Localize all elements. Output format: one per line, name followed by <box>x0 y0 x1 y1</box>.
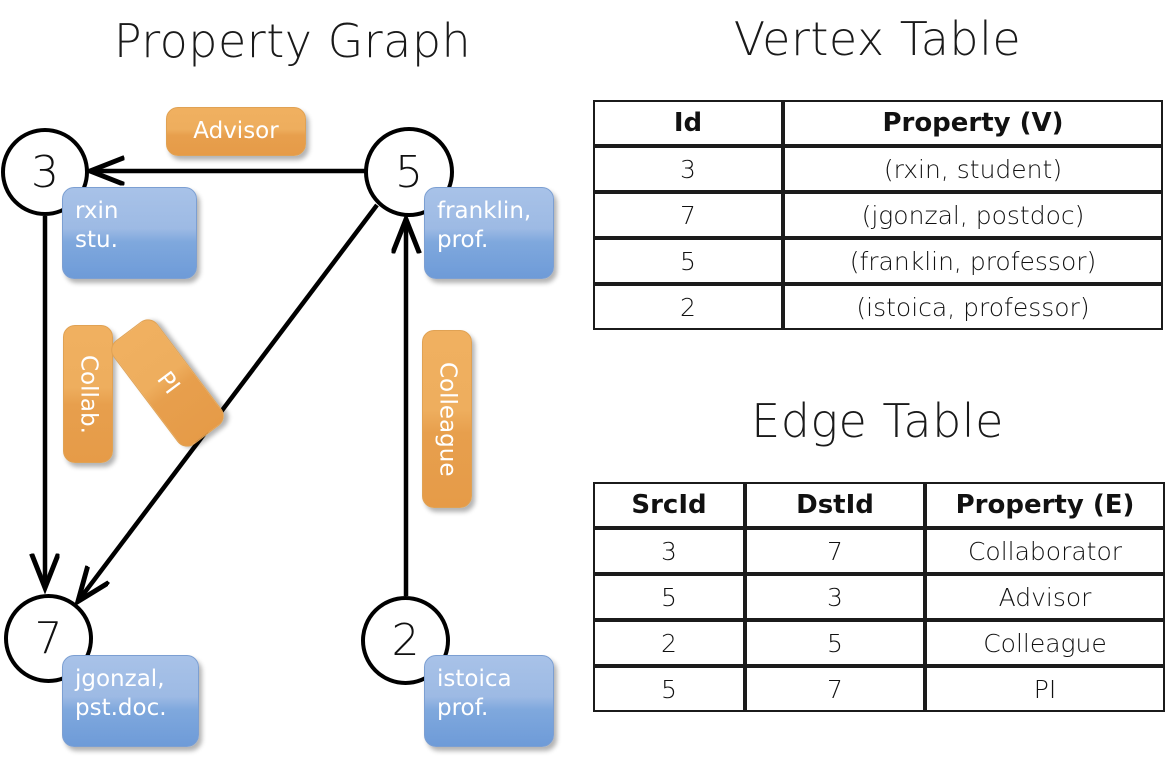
vertex-property-box-jgonzal: jgonzal, pst.doc. <box>62 655 199 747</box>
edge-label-box-collab: Collab. <box>63 325 113 463</box>
edge-5-to-7 <box>79 203 379 600</box>
edge-dst-cell: 7 <box>745 666 925 712</box>
vertex-property-cell: (jgonzal, postdoc) <box>783 192 1163 238</box>
vertex-table-header-property: Property (V) <box>783 100 1163 146</box>
table-row: 2 5 Colleague <box>593 620 1165 666</box>
table-row: 5 3 Advisor <box>593 574 1165 620</box>
vertex-table-header-id: Id <box>593 100 783 146</box>
vertex-property-box-franklin: franklin, prof. <box>424 187 554 279</box>
vertex-property-line1: rxin <box>75 198 119 224</box>
edge-src-cell: 5 <box>593 666 745 712</box>
edge-src-cell: 2 <box>593 620 745 666</box>
vertex-property-box-istoica: istoica prof. <box>424 655 554 747</box>
vertex-property-line2: pst.doc. <box>75 694 167 721</box>
vertex-property-line1: istoica <box>437 666 512 692</box>
table-row: 2 (istoica, professor) <box>593 284 1163 330</box>
edge-label-colleague: Colleague <box>434 361 461 477</box>
edge-property-cell: Advisor <box>925 574 1165 620</box>
edge-property-cell: Collaborator <box>925 528 1165 574</box>
vertex-id-cell: 3 <box>593 146 783 192</box>
edge-table-header-row: SrcId DstId Property (E) <box>593 482 1165 528</box>
edge-property-cell: Colleague <box>925 620 1165 666</box>
vertex-property-line1: jgonzal, <box>75 666 165 692</box>
edge-dst-cell: 5 <box>745 620 925 666</box>
vertex-id-cell: 5 <box>593 238 783 284</box>
edge-label-collab: Collab. <box>75 354 102 434</box>
vertex-id-cell: 2 <box>593 284 783 330</box>
vertex-table: Id Property (V) 3 (rxin, student) 7 (jgo… <box>593 100 1163 330</box>
edge-table-header-dstid: DstId <box>745 482 925 528</box>
edge-label-box-advisor: Advisor <box>166 107 306 156</box>
edge-label-pi: PI <box>151 366 185 399</box>
edge-table-header-srcid: SrcId <box>593 482 745 528</box>
edge-table-panel: Edge Table SrcId DstId Property (E) 3 7 … <box>585 385 1170 760</box>
node-circle-2[interactable]: 2 <box>361 596 450 685</box>
vertex-property-line2: stu. <box>75 226 118 253</box>
graph-edges-svg <box>0 0 585 760</box>
vertex-property-line2: prof. <box>437 694 489 721</box>
node-label-7: 7 <box>34 613 63 664</box>
edge-table-header-property: Property (E) <box>925 482 1165 528</box>
vertex-property-box-rxin: rxin stu. <box>62 187 197 279</box>
node-label-5: 5 <box>395 146 423 198</box>
vertex-id-cell: 7 <box>593 192 783 238</box>
edge-src-cell: 3 <box>593 528 745 574</box>
table-row: 7 (jgonzal, postdoc) <box>593 192 1163 238</box>
vertex-property-line1: franklin, <box>437 198 532 224</box>
node-label-3: 3 <box>31 146 59 198</box>
property-graph-title: Property Graph <box>113 14 472 68</box>
edge-property-cell: PI <box>925 666 1165 712</box>
table-row: 5 7 PI <box>593 666 1165 712</box>
edge-dst-cell: 7 <box>745 528 925 574</box>
vertex-property-cell: (rxin, student) <box>783 146 1163 192</box>
vertex-table-panel: Vertex Table Id Property (V) 3 (rxin, st… <box>585 0 1170 385</box>
vertex-table-header-row: Id Property (V) <box>593 100 1163 146</box>
vertex-property-line2: prof. <box>437 226 489 253</box>
vertex-property-cell: (istoica, professor) <box>783 284 1163 330</box>
edge-label-advisor: Advisor <box>193 118 279 145</box>
edge-label-box-colleague: Colleague <box>422 330 472 508</box>
property-graph-panel: Property Graph 3 5 7 2 rxin stu. frankli… <box>0 0 585 760</box>
table-row: 3 7 Collaborator <box>593 528 1165 574</box>
edge-table-title: Edge Table <box>751 394 1004 448</box>
table-row: 5 (franklin, professor) <box>593 238 1163 284</box>
table-row: 3 (rxin, student) <box>593 146 1163 192</box>
edge-src-cell: 5 <box>593 574 745 620</box>
edge-dst-cell: 3 <box>745 574 925 620</box>
edge-table: SrcId DstId Property (E) 3 7 Collaborato… <box>593 482 1165 712</box>
vertex-table-title: Vertex Table <box>733 12 1022 66</box>
node-label-2: 2 <box>391 615 420 666</box>
vertex-property-cell: (franklin, professor) <box>783 238 1163 284</box>
